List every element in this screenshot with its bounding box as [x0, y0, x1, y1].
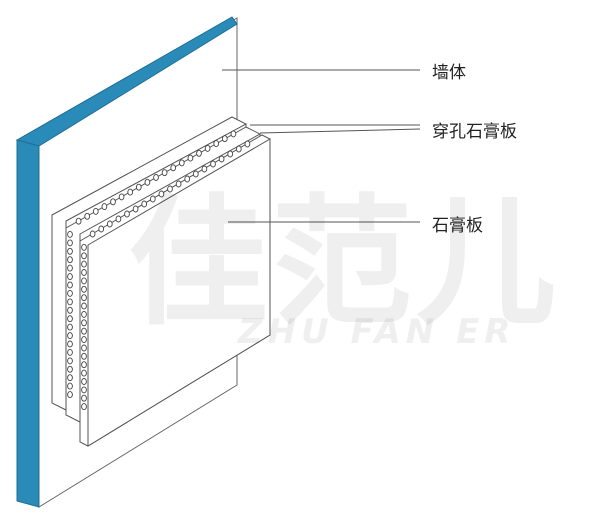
- perforation-hole: [67, 374, 73, 382]
- perforation-hole: [132, 205, 139, 213]
- perforation-hole: [235, 145, 242, 153]
- perforation-hole: [135, 183, 142, 191]
- perforation-hole: [81, 319, 87, 327]
- perforation-hole: [67, 256, 73, 264]
- perforation-hole: [67, 230, 73, 238]
- perforation-hole: [81, 327, 87, 335]
- perforation-hole: [67, 340, 73, 348]
- perforation-hole: [81, 302, 87, 310]
- gypsum-board-face: [87, 138, 271, 447]
- perforation-hole: [67, 273, 73, 281]
- perforation-hole: [204, 144, 211, 152]
- label-gypsum-board: 石膏板: [432, 216, 483, 236]
- perforation-hole: [110, 198, 116, 206]
- perforation-hole: [81, 243, 87, 251]
- perforation-hole: [158, 190, 165, 198]
- perforation-hole: [92, 207, 99, 215]
- perforation-hole: [175, 180, 182, 188]
- perforation-hole: [192, 170, 199, 178]
- perforation-hole: [221, 135, 228, 143]
- watermark-logo: 佳范儿: [128, 182, 561, 345]
- perforation-hole: [81, 361, 87, 369]
- perforation-hole: [81, 394, 87, 402]
- perforation-hole: [67, 365, 73, 373]
- perforation-hole: [67, 315, 73, 323]
- perforation-holes: [67, 130, 251, 411]
- perforation-hole: [161, 169, 168, 177]
- perforation-hole: [67, 382, 73, 390]
- perforation-hole: [178, 159, 185, 167]
- perforation-hole: [98, 225, 105, 233]
- perforation-hole: [67, 239, 73, 247]
- perforation-hole: [67, 281, 73, 289]
- perforation-hole: [81, 352, 87, 360]
- perforation-hole: [196, 149, 202, 157]
- perforation-hole: [115, 215, 122, 223]
- perforation-hole: [81, 260, 87, 268]
- perforation-hole: [230, 130, 237, 138]
- perforation-hole: [153, 174, 159, 181]
- perforation-hole: [67, 357, 73, 365]
- perforation-hole: [84, 212, 91, 220]
- label-perforated-gypsum-board: 穿孔石膏板: [432, 122, 517, 142]
- perforation-hole: [170, 164, 177, 172]
- perforation-hole: [81, 344, 87, 352]
- perforation-hole: [81, 294, 87, 302]
- perforation-hole: [118, 193, 125, 201]
- wall-edge-side: [16, 139, 40, 508]
- perforation-hole: [149, 195, 156, 203]
- perforation-hole: [187, 154, 194, 162]
- perforation-hole: [67, 306, 73, 314]
- perforation-hole: [67, 264, 73, 272]
- perforation-hole: [81, 369, 87, 377]
- perforation-hole: [101, 203, 108, 211]
- perforation-hole: [244, 140, 251, 148]
- perforation-hole: [81, 403, 87, 411]
- perforation-hole: [227, 150, 234, 158]
- perforation-hole: [81, 285, 87, 293]
- perforation-hole: [75, 217, 82, 225]
- perforation-hole: [67, 348, 73, 356]
- perforation-hole: [124, 210, 130, 218]
- perforation-hole: [201, 165, 208, 173]
- perforation-hole: [67, 247, 73, 255]
- perforation-hole: [81, 269, 87, 276]
- perforation-hole: [127, 188, 134, 196]
- perforation-hole: [67, 298, 73, 306]
- perforation-hole: [67, 332, 73, 340]
- perforation-hole: [184, 175, 191, 183]
- perforation-hole: [67, 289, 73, 297]
- perforation-hole: [81, 386, 87, 394]
- label-wall: 墙体: [432, 63, 466, 83]
- perforation-hole: [213, 140, 220, 148]
- perforation-hole: [81, 277, 87, 285]
- perforation-hole: [167, 185, 173, 193]
- perforation-hole: [67, 323, 73, 331]
- perforation-hole: [218, 155, 225, 163]
- perforation-hole: [106, 220, 113, 228]
- perforation-hole: [141, 200, 148, 208]
- perforation-hole: [81, 310, 87, 318]
- perforation-hole: [81, 336, 87, 344]
- perforation-hole: [81, 252, 87, 260]
- perforation-hole: [81, 378, 87, 385]
- perforation-hole: [89, 230, 96, 238]
- watermark-text: ZHU FAN ER: [238, 312, 516, 352]
- leader-line-perforated-2: [259, 128, 421, 134]
- perforation-hole: [144, 178, 151, 186]
- perforation-hole: [210, 160, 216, 168]
- perforation-hole: [67, 391, 73, 399]
